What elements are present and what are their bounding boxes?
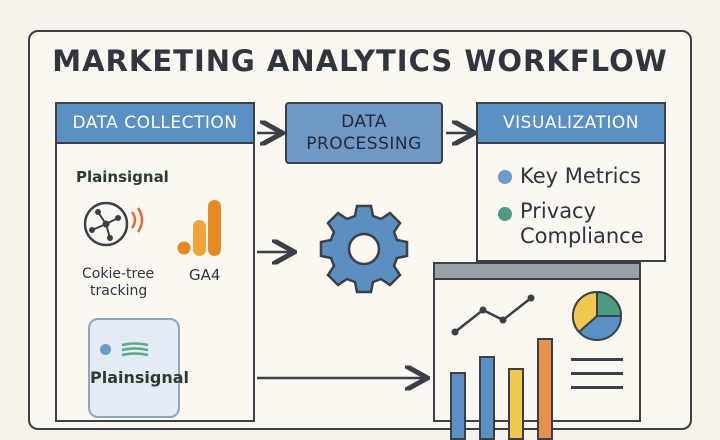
data-processing-box: DATA PROCESSING [285, 102, 443, 164]
dashboard-title-bar [435, 264, 639, 280]
plainsignal-card: Plainsignal [88, 318, 189, 418]
data-collection-header: DATA COLLECTION [57, 104, 253, 144]
visualization-header: VISUALIZATION [478, 104, 664, 144]
compliance-label: Compliance [520, 224, 644, 248]
key-metrics-label: Key Metrics [520, 164, 641, 188]
privacy-label: Privacy [520, 199, 597, 223]
ga4-label: GA4 [189, 266, 221, 284]
plainsignal-brand-label: Plainsignal [76, 168, 169, 186]
pie-chart-icon [571, 290, 623, 341]
legend-line [571, 372, 623, 375]
gear-icon [319, 204, 409, 294]
flow-arrows [257, 0, 720, 405]
page-title: MARKETING ANALYTICS WORKFLOW [52, 44, 668, 78]
ga4-icon [177, 200, 221, 256]
status-dot [100, 344, 111, 355]
privacy-dot [498, 207, 512, 221]
plainsignal-card-label: Plainsignal [90, 368, 190, 387]
tracking-icon [83, 201, 144, 247]
visualization-column: VISUALIZATION [476, 102, 666, 262]
legend-line [571, 358, 623, 361]
cookie-free-label-line2: tracking [90, 283, 148, 299]
key-metrics-dot [498, 170, 512, 184]
processing-label-line1: DATA [341, 112, 387, 132]
cookie-free-label-line1: Cokie-tree [82, 266, 155, 282]
trend-line-icon [451, 294, 535, 336]
signal-lines-icon [121, 342, 149, 357]
processing-label-line2: PROCESSING [306, 134, 422, 154]
legend-line [571, 386, 623, 389]
